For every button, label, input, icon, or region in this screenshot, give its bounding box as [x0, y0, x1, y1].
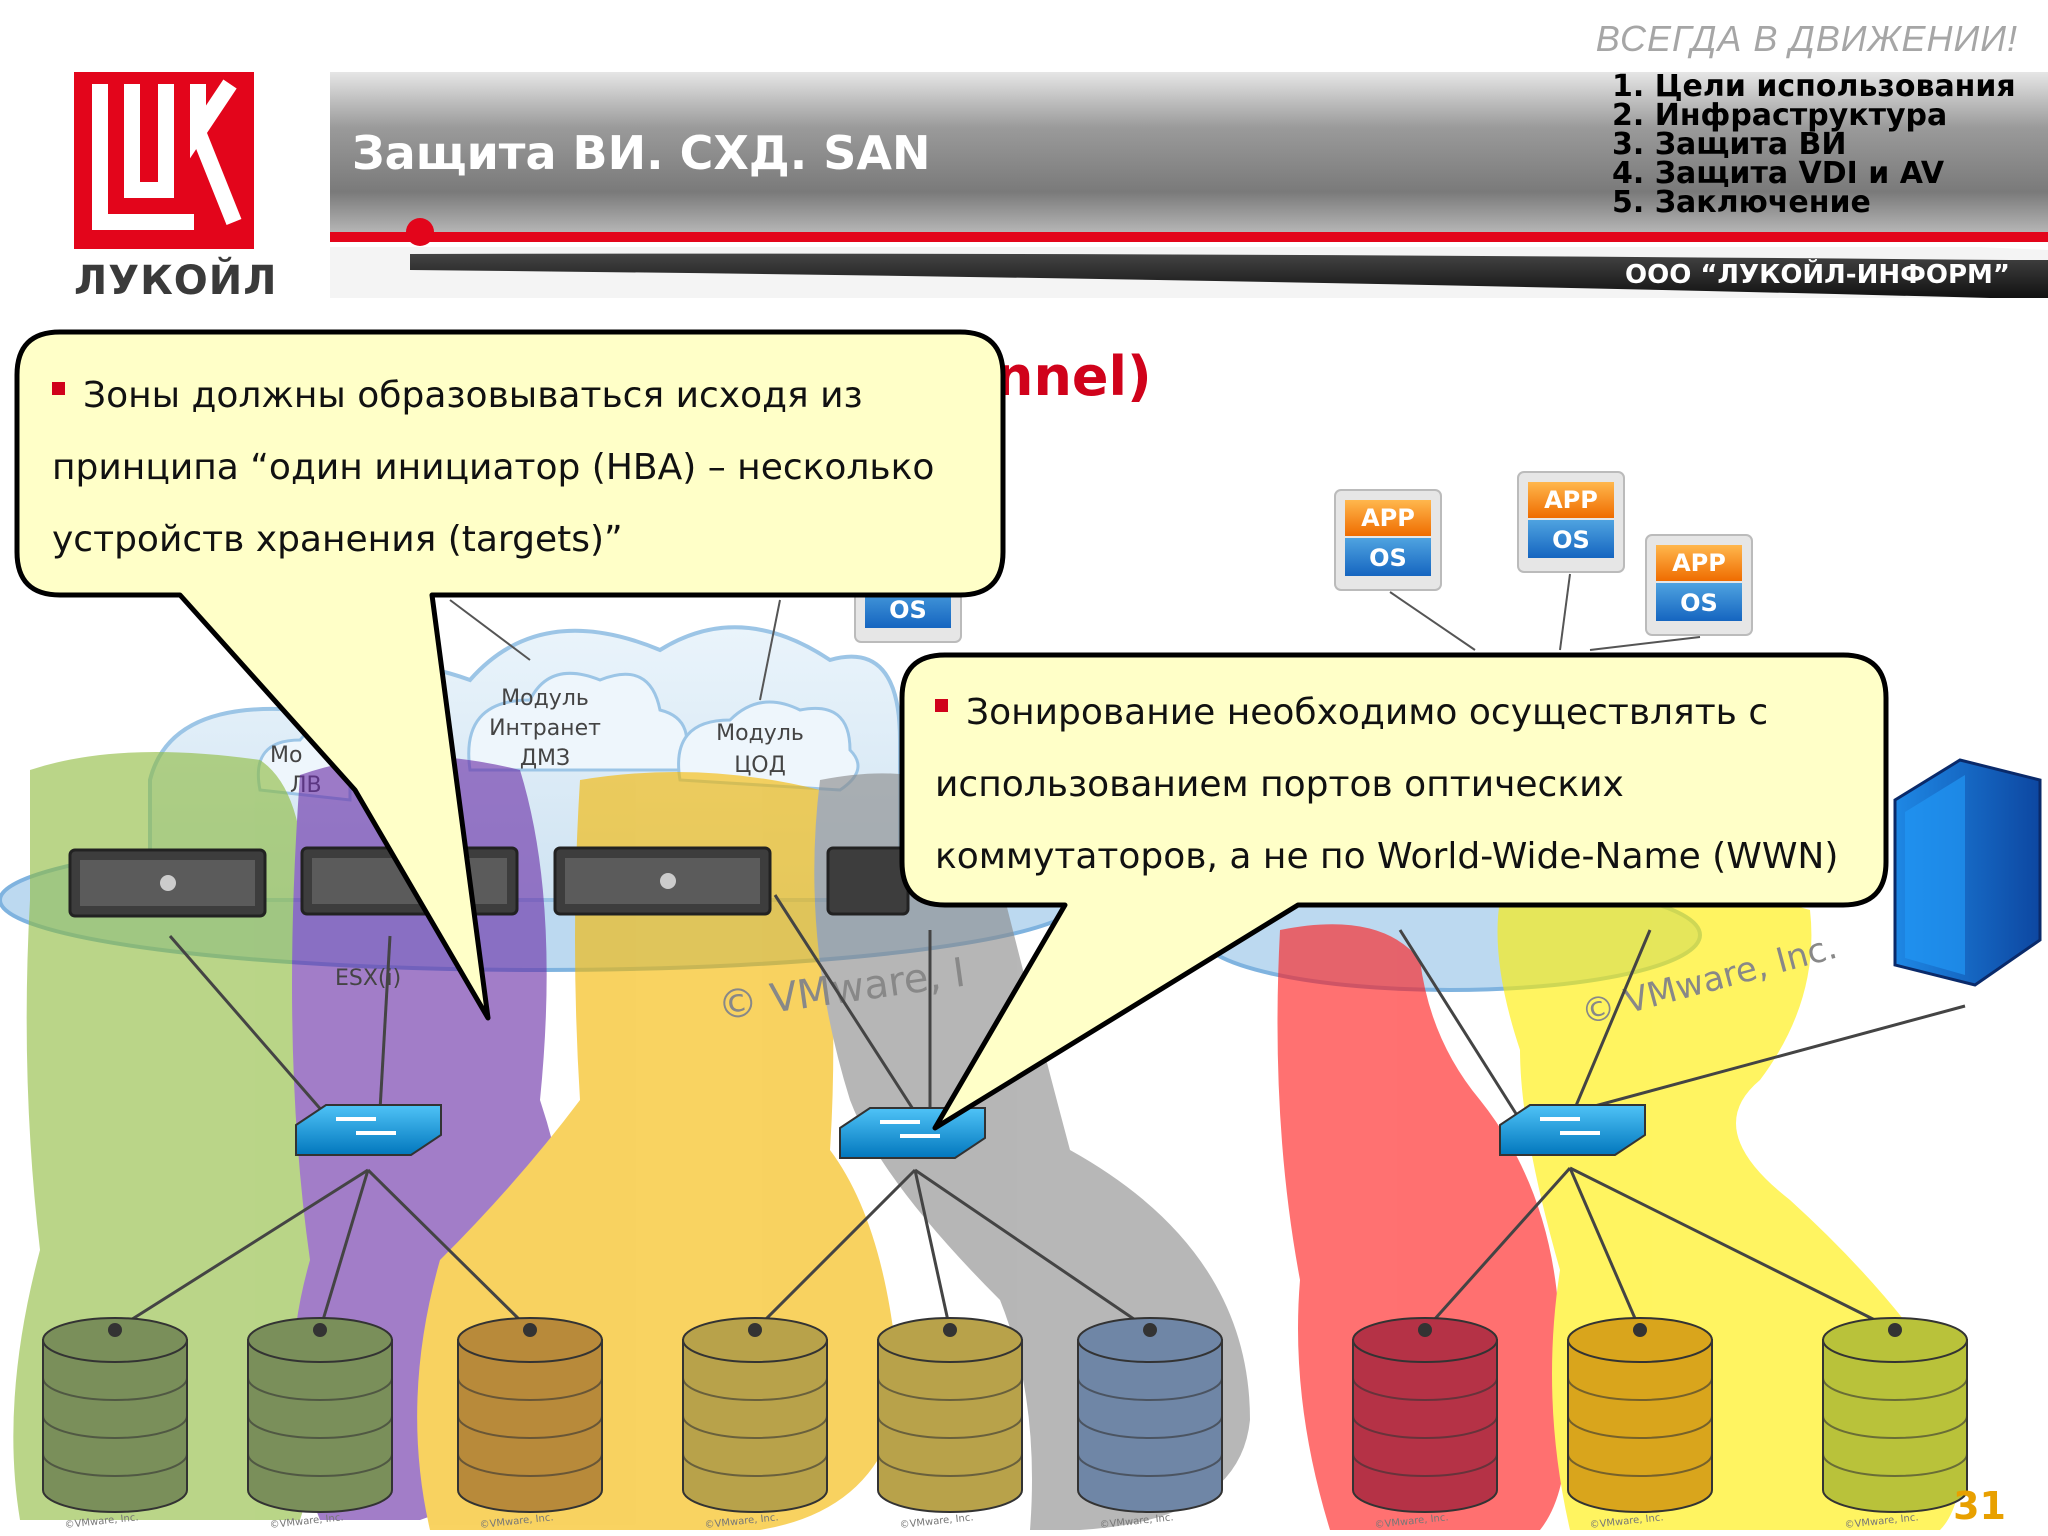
esx-host	[826, 846, 910, 916]
svg-text:Модуль: Модуль	[716, 721, 804, 746]
fc-switch	[839, 1107, 986, 1159]
page-number: 31	[1953, 1484, 2006, 1528]
header-band	[330, 72, 2048, 298]
esx-host	[68, 848, 267, 918]
callout-text-1: Зоны должны образовываться исходя из при…	[52, 360, 1002, 576]
callout-line: Зонирование необходимо осуществлять с	[935, 677, 1885, 749]
database-icon	[247, 1317, 393, 1513]
agenda-list: 1. Цели использования 2. Инфраструктура …	[1612, 69, 2016, 220]
agenda-item[interactable]: 1. Цели использования	[1612, 69, 2016, 104]
svg-text:ДМЗ: ДМЗ	[520, 746, 570, 771]
callout-line: Зоны должны образовываться исходя из	[52, 360, 1002, 432]
san-zoning-diagram: Модуль Интранет ДМЗ Модуль ЦОД Мо ЛВ APP…	[0, 471, 2042, 1531]
vmware-copyright-tag: ©VMware, Inc.	[899, 1512, 974, 1531]
esx-host	[553, 846, 772, 916]
company-name: ООО “ЛУКОЙЛ-ИНФОРМ”	[1624, 260, 2010, 290]
callout-line: принципа “один инициатор (HBA) – несколь…	[52, 447, 935, 488]
logo-wordmark: ЛУКОЙЛ	[74, 258, 278, 304]
svg-text:Интранет: Интранет	[489, 716, 601, 741]
callout-text-2: Зонирование необходимо осуществлять с ис…	[935, 677, 1885, 893]
slide-title: Защита ВИ. СХД. SAN	[352, 126, 931, 180]
fc-switch	[295, 1104, 442, 1156]
database-icon	[457, 1317, 603, 1513]
database-icon	[1822, 1317, 1968, 1513]
svg-text:OS: OS	[1552, 526, 1590, 554]
callout-line: использованием портов оптических	[935, 764, 1624, 805]
svg-text:APP: APP	[1544, 486, 1598, 514]
esx-label: ESX(i)	[335, 966, 401, 991]
lukoil-logo	[74, 72, 254, 249]
database-icon	[682, 1317, 828, 1513]
vm-box: OS	[854, 579, 962, 643]
vm-box: APP OS	[1517, 471, 1625, 573]
svg-text:APP: APP	[1361, 504, 1415, 532]
callout-line: устройств хранения (targets)”	[52, 519, 623, 560]
bullet-icon	[935, 699, 948, 712]
slide-heading: nnel)	[995, 345, 1152, 408]
svg-text:OS: OS	[1369, 544, 1407, 572]
agenda-item[interactable]: 5. Заключение	[1612, 185, 1871, 220]
database-icon	[1352, 1317, 1498, 1513]
database-icon	[1077, 1317, 1223, 1513]
bullet-icon	[52, 382, 65, 395]
svg-text:Мо: Мо	[270, 743, 302, 768]
callout-line: коммутаторов, а не по World-Wide-Name (W…	[935, 836, 1839, 877]
svg-text:APP: APP	[1672, 549, 1726, 577]
database-icon	[42, 1317, 188, 1513]
storage-targets	[42, 1317, 1968, 1513]
database-icon	[877, 1317, 1023, 1513]
fc-switch	[1499, 1104, 1646, 1156]
svg-text:Модуль: Модуль	[501, 686, 589, 711]
svg-text:ЦОД: ЦОД	[734, 753, 786, 778]
vm-box: APP OS	[1334, 489, 1442, 591]
lukoil-logo-mark-icon	[92, 79, 242, 230]
agenda-item[interactable]: 4. Защита VDI и AV	[1612, 156, 1945, 191]
svg-text:OS: OS	[889, 596, 927, 624]
storage-server	[1893, 758, 2042, 987]
agenda-item[interactable]: 3. Защита ВИ	[1612, 127, 1847, 162]
vm-box: APP OS	[1645, 534, 1753, 636]
agenda-item[interactable]: 2. Инфраструктура	[1612, 98, 1948, 133]
slogan: ВСЕГДА В ДВИЖЕНИИ!	[1595, 18, 2018, 59]
database-icon	[1567, 1317, 1713, 1513]
svg-text:OS: OS	[1680, 589, 1718, 617]
esx-host	[300, 846, 519, 916]
